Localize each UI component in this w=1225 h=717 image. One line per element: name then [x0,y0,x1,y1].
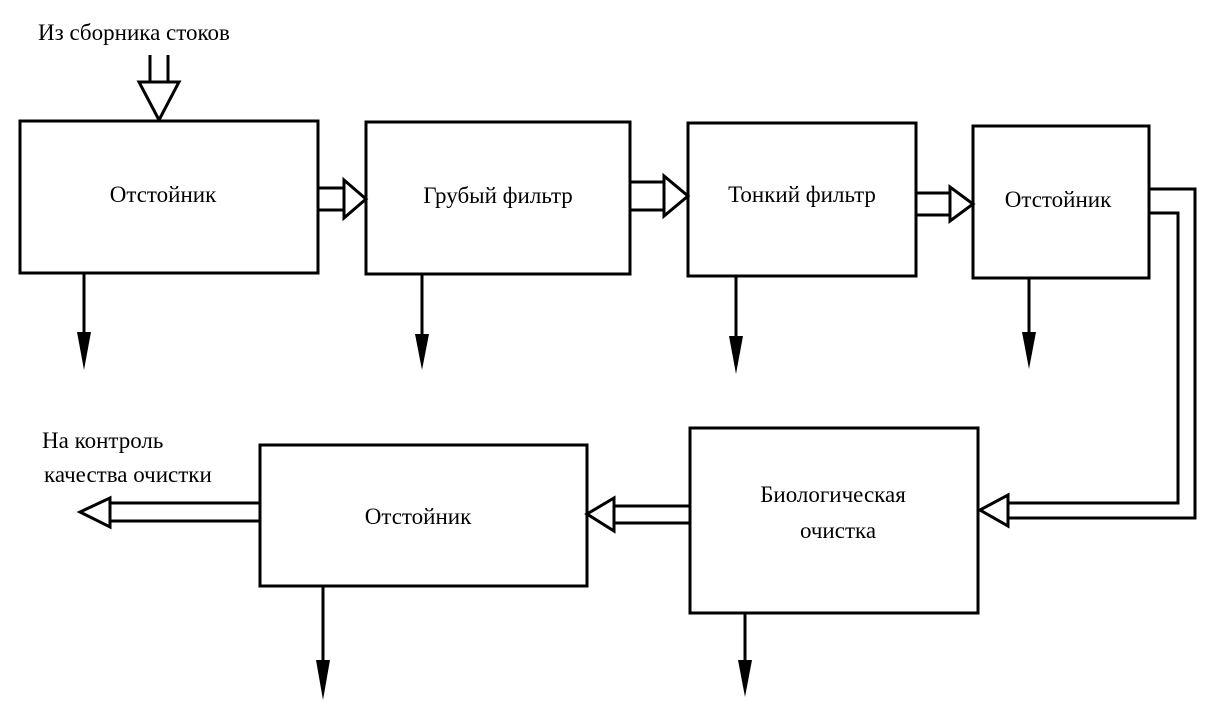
drain-arrow-coarse-filter [415,274,429,370]
output-label-line2: качества очистки [44,462,212,487]
drain-arrow-fine-filter [729,276,743,374]
box-bio-label-line2: очистка [800,518,876,543]
box-fine-filter: Тонкий фильтр [686,121,918,278]
flow-arrow-coarse-to-fine [630,172,691,220]
drain-arrow-bio [738,613,752,697]
box-fine-filter-label: Тонкий фильтр [728,182,876,207]
box-biological-treatment: Биологическая очистка [688,426,980,615]
box-settler-3-label: Отстойник [365,504,472,529]
drain-arrow-settler3 [316,586,330,700]
drain-arrow-settler2 [1022,278,1036,369]
box-settler-2: Отстойник [971,124,1151,280]
inflow-arrow [136,55,182,124]
box-settler-1-label: Отстойник [110,182,217,207]
box-settler-2-label: Отстойник [1005,187,1112,212]
outflow-arrow [76,495,260,530]
drain-arrow-settler1 [77,273,91,370]
box-bio-label-line1: Биологическая [760,482,906,507]
flow-arrow-bio-to-settler3 [584,495,690,534]
flow-arrow-settler2-to-bio [976,187,1197,529]
flow-arrow-fine-to-settler2 [916,184,976,224]
box-coarse-filter: Грубый фильтр [364,120,632,276]
flow-arrow-settler1-to-coarse [318,176,369,222]
box-settler-1: Отстойник [18,119,320,275]
box-coarse-filter-label: Грубый фильтр [423,183,573,208]
source-label: Из сборника стоков [38,20,230,45]
box-settler-3: Отстойник [258,443,589,588]
output-label-line1: На контроль [42,428,163,453]
